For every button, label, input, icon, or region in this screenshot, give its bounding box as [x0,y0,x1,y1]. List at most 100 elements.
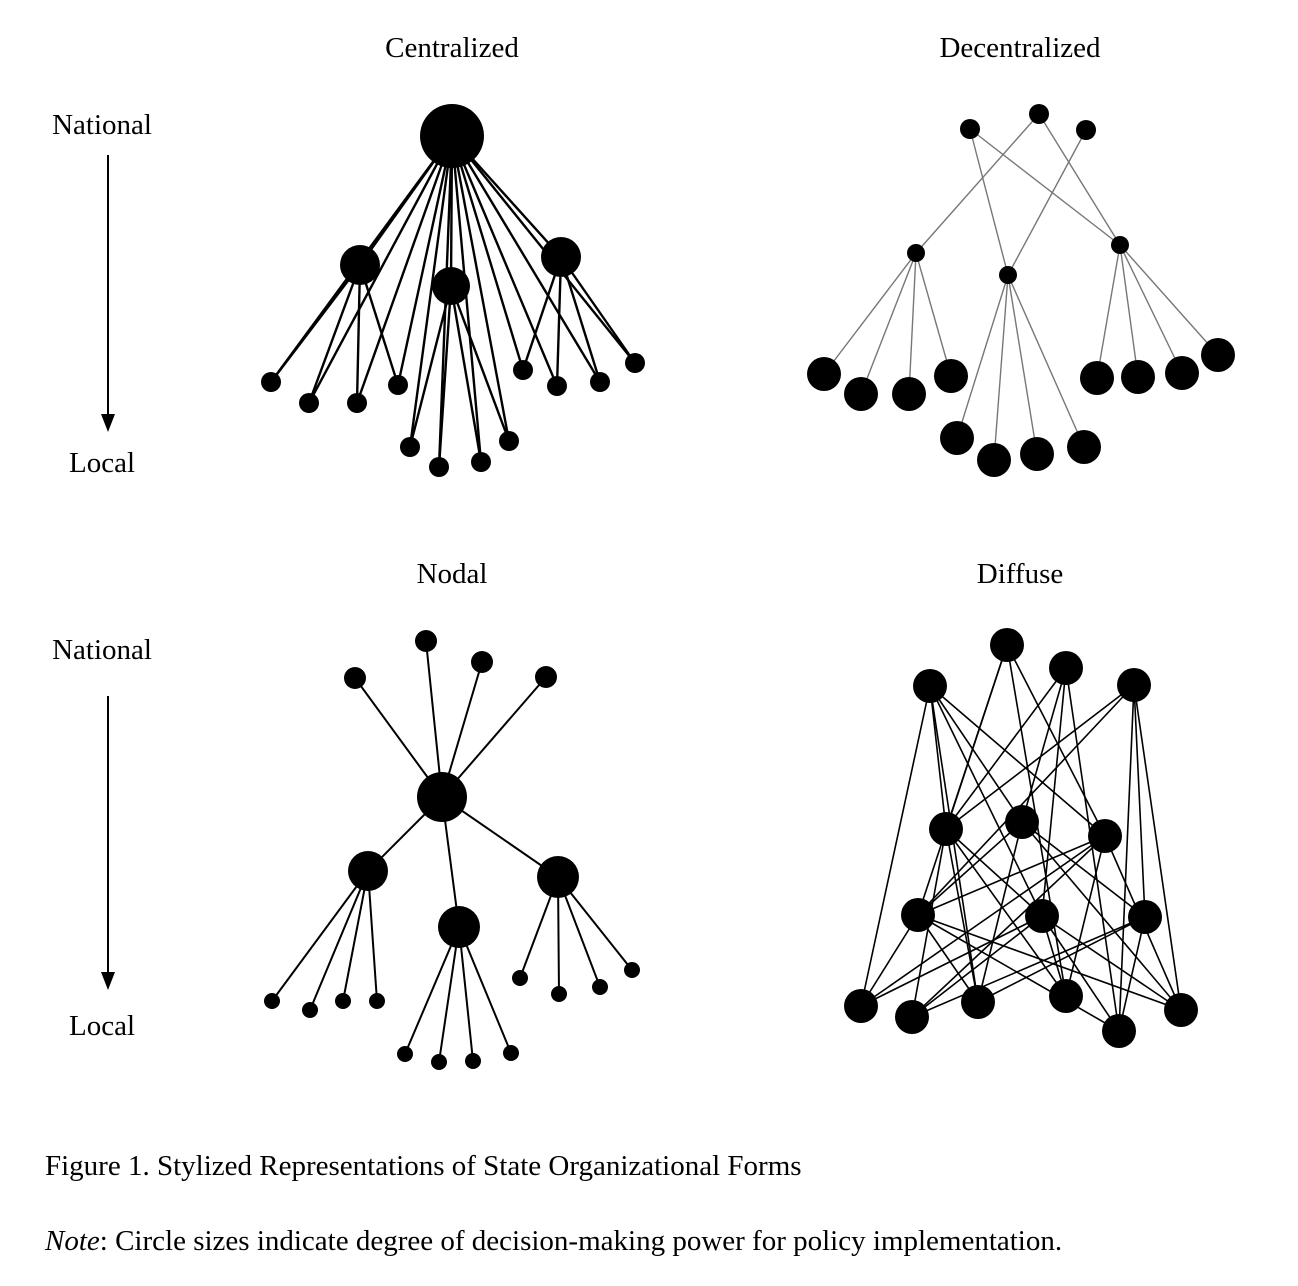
diffuse-edge [860,915,1043,1007]
centralized-edge [408,285,453,448]
nodal-node [348,851,388,891]
decentralized-edge [969,128,1121,246]
centralized-node [513,360,533,380]
decentralized-node [907,244,925,262]
nodal-node [624,962,640,978]
diffuse-node [913,669,947,703]
diffuse-edge [929,685,1106,837]
centralized-edge [270,264,361,383]
panel-title-centralized: Centralized [385,32,519,64]
centralized-node [388,375,408,395]
decentralized-edge [1119,244,1183,374]
diffuse-edge [1118,684,1135,1032]
centralized-edge [450,135,602,383]
nodal-edge [458,926,512,1054]
diffuse-edge [1021,821,1182,1011]
nodal-node [471,651,493,673]
centralized-edge [450,135,483,463]
note-text: : Circle sizes indicate degree of decisi… [99,1225,1063,1257]
decentralized-node [1020,437,1054,471]
decentralized-node [977,443,1011,477]
nodal-edge [441,676,547,798]
centralized-edge [449,285,483,463]
diffuse-edge [929,685,1023,823]
decentralized-edge [1119,244,1139,378]
decentralized-edge [915,113,1040,254]
decentralized-node [960,119,980,139]
decentralized-edge [1007,274,1085,448]
decentralized-node [999,266,1017,284]
centralized-edge [437,285,453,468]
network-diffuse [844,628,1198,1048]
centralized-node [541,237,581,277]
diffuse-edge [1133,684,1146,918]
diffuse-edge [1021,667,1067,823]
diffuse-edge [860,685,931,1007]
centralized-edge [408,135,454,448]
diffuse-node [1128,900,1162,934]
nodal-node [535,666,557,688]
decentralized-node [1165,356,1199,390]
decentralized-edge [1007,274,1038,455]
diffuse-node [1025,899,1059,933]
centralized-edge [450,135,511,442]
decentralized-edge [823,252,917,375]
nodal-edge [458,926,474,1062]
decentralized-node [1029,104,1049,124]
diffuse-node [1049,979,1083,1013]
diffuse-edge [860,835,1106,1007]
nodal-edge [309,870,369,1011]
decentralized-edge [1119,244,1219,356]
diffuse-edge [1065,667,1120,1032]
nodal-edge [342,870,369,1002]
nodal-node [397,1046,413,1062]
diffuse-edge [917,644,1008,916]
diffuse-node [844,989,878,1023]
nodal-node [438,906,480,948]
centralized-edge [555,256,563,387]
centralized-edge [307,264,362,404]
note-label: Note [45,1225,100,1257]
nodal-node [537,856,579,898]
diffuse-node [1049,651,1083,685]
centralized-node [547,376,567,396]
decentralized-node [1067,430,1101,464]
arrow-top [101,155,115,432]
diffuse-edge [911,835,1106,1018]
nodal-edge [425,640,443,798]
nodal-node [512,970,528,986]
decentralized-edge [915,252,952,377]
decentralized-edge [1038,113,1121,246]
figure-caption: Figure 1. Stylized Representations of St… [45,1150,802,1182]
diffuse-edge [917,835,1106,916]
diffuse-edge [1041,667,1067,917]
decentralized-edge [860,252,917,395]
figure-note: Note: Circle sizes indicate degree of de… [45,1225,1062,1258]
decentralized-edge [969,128,1009,276]
decentralized-node [1080,361,1114,395]
nodal-edge [271,870,369,1002]
centralized-node [429,457,449,477]
network-decentralized [807,104,1235,477]
diffuse-edge [917,684,1135,916]
diffuse-node [1005,805,1039,839]
centralized-node [625,353,645,373]
decentralized-node [940,421,974,455]
diffuse-edge [945,684,1135,830]
diffuse-edge [945,828,1043,917]
centralized-node [347,393,367,413]
diffuse-edge [911,916,1146,1018]
nodal-node [465,1053,481,1069]
axis-label-local-bottom: Local [68,1010,136,1042]
diffuse-edge [860,914,919,1007]
diffuse-node [1117,668,1151,702]
centralized-node [590,372,610,392]
diffuse-node [961,985,995,1019]
diffuse-edge [1041,915,1120,1032]
centralized-node [432,267,470,305]
nodal-node [344,667,366,689]
diffuse-node [1088,819,1122,853]
nodal-node [592,979,608,995]
